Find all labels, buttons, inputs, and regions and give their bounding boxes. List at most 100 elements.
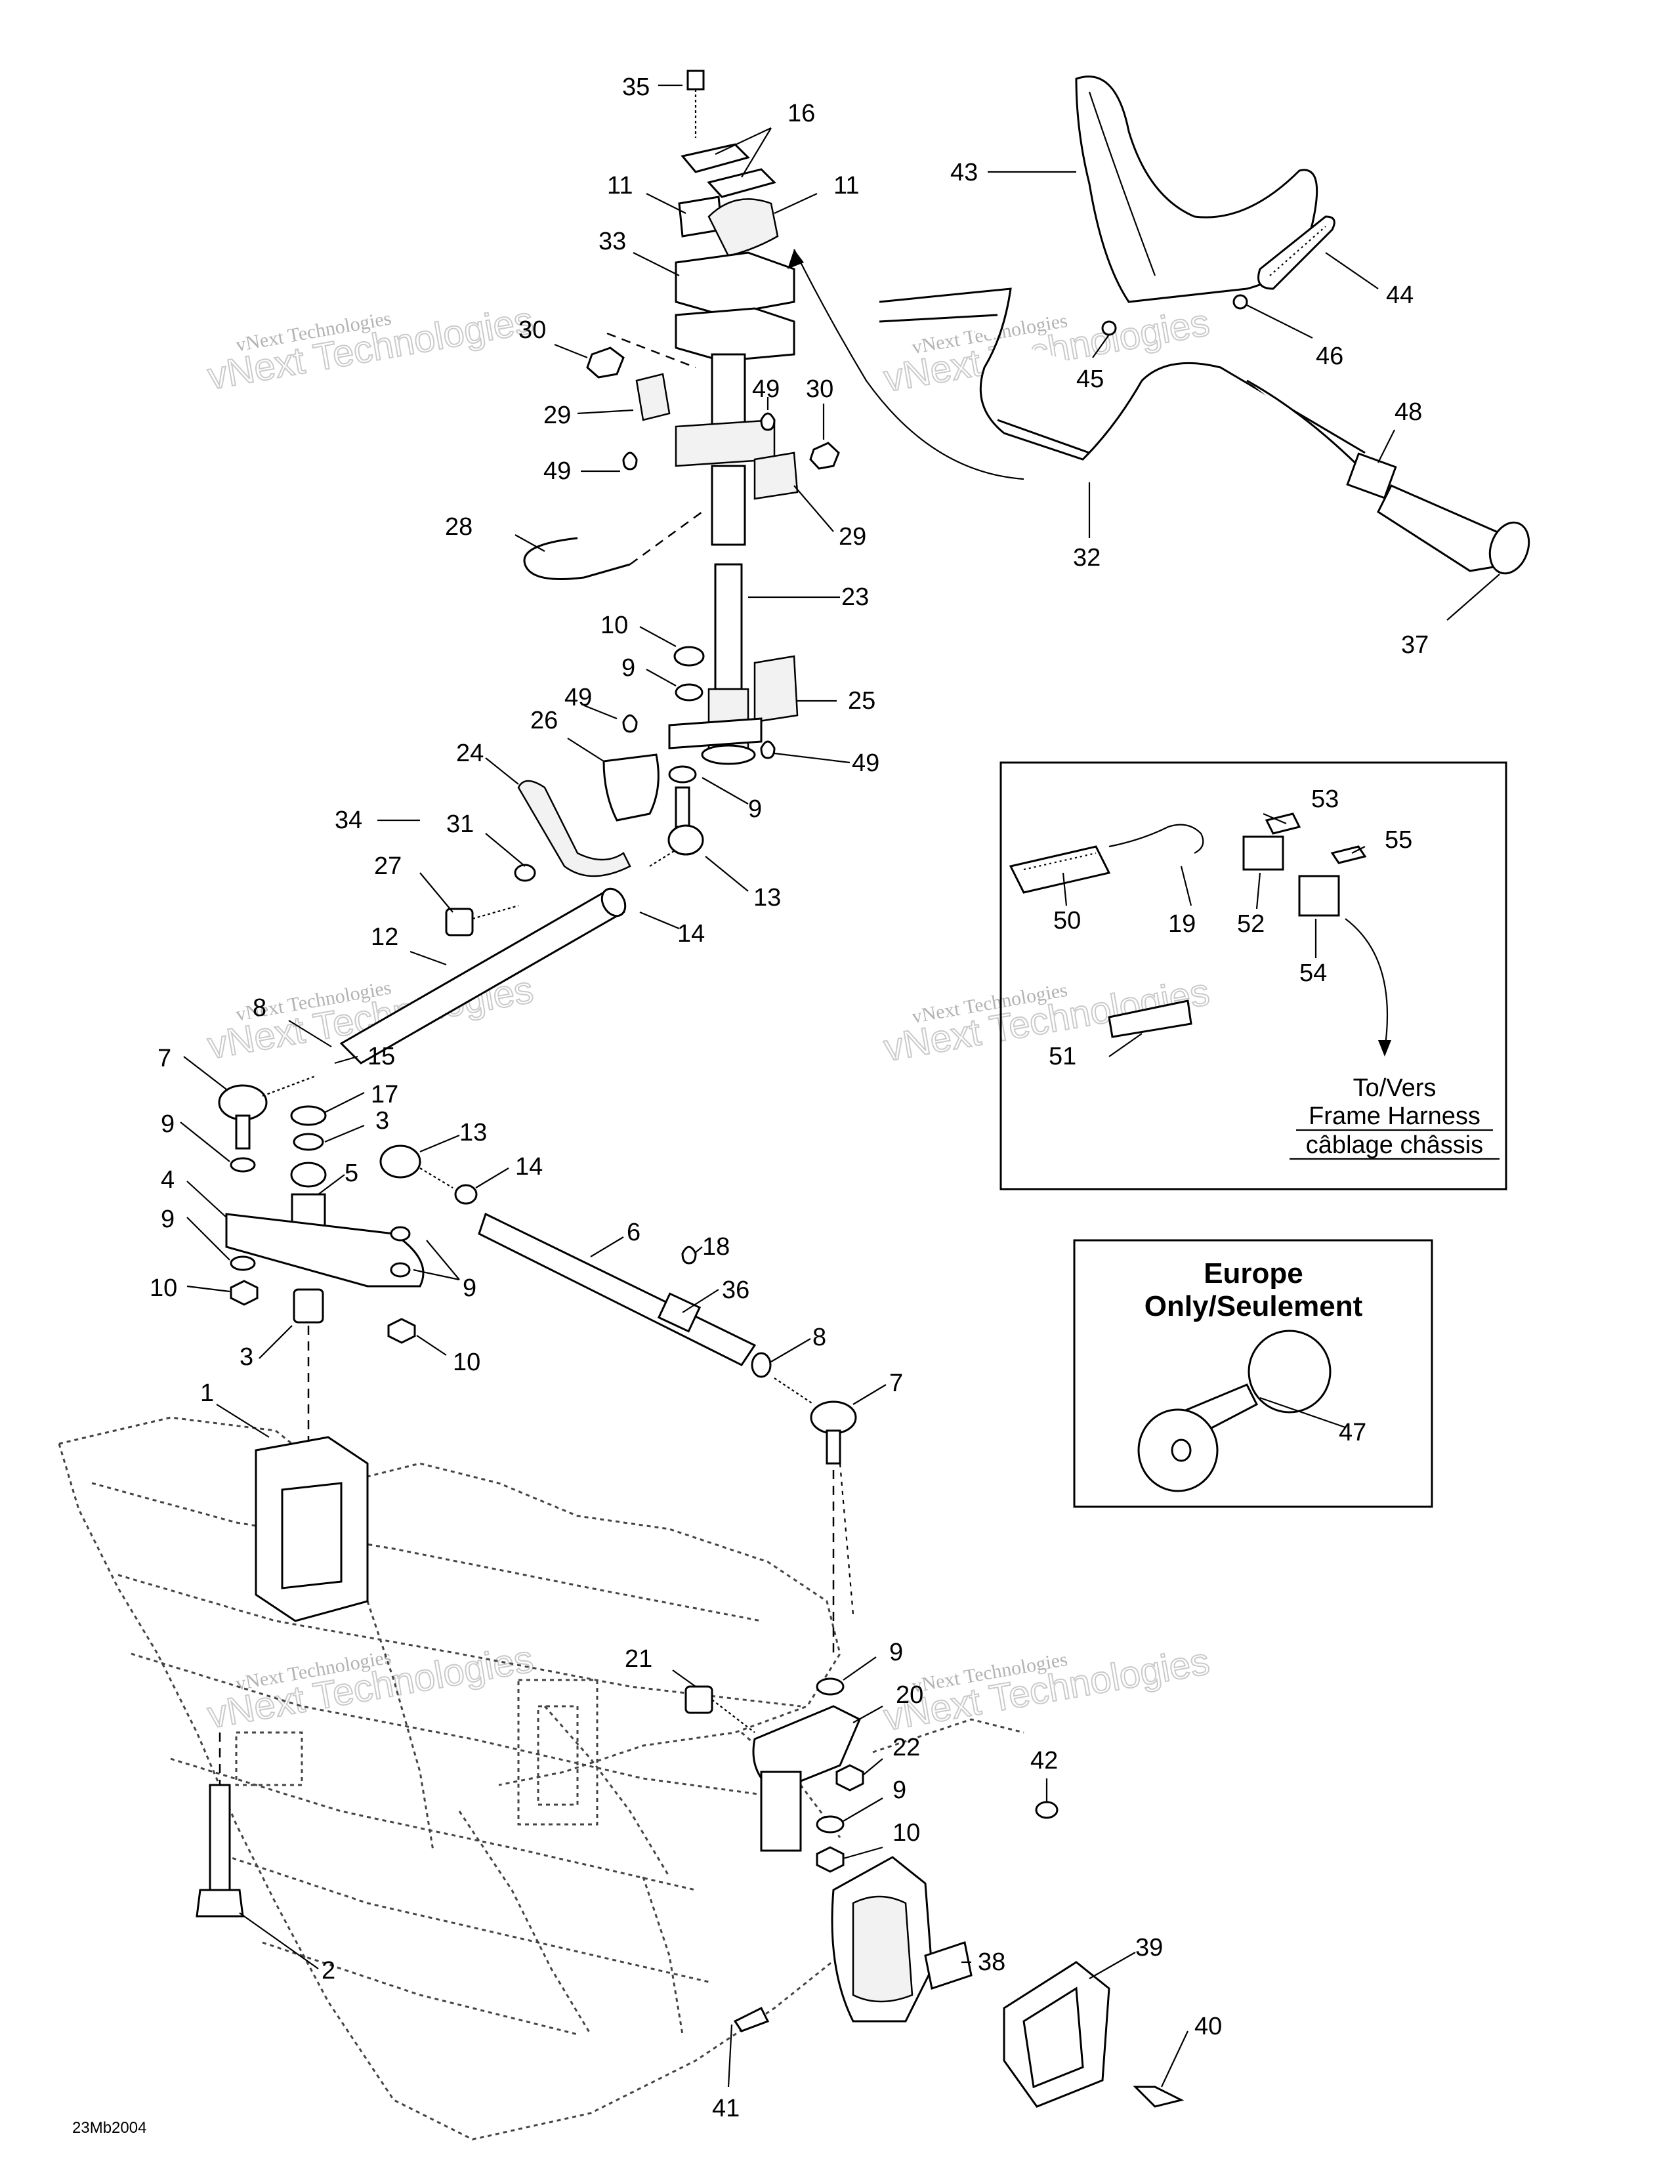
callout-1: 1 [200,1379,214,1407]
callout-9: 9 [889,1639,903,1666]
callout-43: 43 [950,159,978,186]
inset-europe-frame [1073,1239,1433,1508]
callout-14: 14 [677,920,705,948]
callout-9: 9 [748,795,762,823]
callout-9: 9 [161,1110,175,1138]
handlebar-assembly [879,75,1530,575]
column-tube-23 [714,563,743,690]
callout-29: 29 [543,402,571,429]
callout-44: 44 [1386,282,1414,309]
callout-20: 20 [896,1681,923,1709]
callout-9: 9 [463,1274,476,1302]
callout-52: 52 [1237,910,1265,938]
callout-46: 46 [1316,343,1343,370]
callout-8: 8 [253,994,266,1022]
callout-30: 30 [806,375,833,403]
chassis-frame [58,1416,1024,2141]
callout-37: 37 [1401,631,1429,659]
inset-europe: Europe Only/Seulement [1073,1239,1433,1508]
inset-europe-line1: Europe [1204,1257,1303,1290]
callout-27: 27 [374,852,402,880]
callout-25: 25 [848,687,875,715]
inset-harness-line2: Frame Harness [1309,1102,1480,1130]
callout-15: 15 [368,1043,395,1070]
watermark-6: vNext Technologies vNext Technologies [880,1639,1213,1740]
callout-40: 40 [1194,2013,1222,2040]
steering-column-assembly [523,70,1024,828]
callout-31: 31 [446,810,474,838]
callout-9: 9 [892,1776,906,1804]
inset-harness: To/Vers Frame Harness câblage châssis [999,761,1507,1190]
callout-12: 12 [371,923,398,951]
callout-6: 6 [627,1219,640,1246]
bolt-35-head [686,70,705,91]
callout-53: 53 [1311,786,1339,813]
horn-button-50 [1009,845,1111,894]
callout-55: 55 [1385,826,1412,854]
callout-34: 34 [335,807,362,834]
callout-10: 10 [150,1274,177,1302]
horn-bulb [1248,1330,1332,1414]
inset-harness-line1: To/Vers [1353,1074,1437,1102]
callout-50: 50 [1053,907,1081,934]
callout-41: 41 [712,2095,740,2122]
callout-29: 29 [839,523,866,551]
callout-4: 4 [161,1166,175,1194]
callout-49: 49 [564,684,592,711]
callout-8: 8 [812,1324,826,1351]
callout-24: 24 [456,740,484,767]
callout-51: 51 [1049,1043,1076,1070]
callout-10: 10 [600,612,628,639]
callout-numbers: 35 16 11 11 33 43 44 46 45 30 30 29 29 4… [150,74,1429,2122]
callout-11: 11 [833,172,859,200]
callout-2: 2 [322,1957,335,1984]
callout-36: 36 [722,1276,749,1304]
figure-code: 23Mb2004 [72,2119,146,2137]
lower-steering-assembly [196,1436,1185,2108]
callout-47: 47 [1339,1419,1366,1446]
leader-lines [180,84,1500,2088]
callout-3: 3 [375,1107,389,1135]
callout-28: 28 [445,513,472,541]
callout-19: 19 [1168,910,1196,938]
tie-rod-assembly [218,753,857,1654]
callout-30: 30 [518,316,546,344]
callout-39: 39 [1135,1934,1163,1962]
column-tube-upper [711,353,746,434]
callout-13: 13 [459,1119,487,1146]
callout-13: 13 [753,884,781,912]
callout-7: 7 [889,1370,903,1397]
callout-3: 3 [240,1343,253,1371]
callout-11: 11 [607,172,633,200]
callout-26: 26 [530,707,558,734]
callout-54: 54 [1299,959,1327,987]
callout-14: 14 [515,1153,543,1181]
callout-38: 38 [978,1948,1005,1976]
callout-35: 35 [622,74,650,101]
callout-32: 32 [1073,544,1101,572]
callout-9: 9 [621,654,635,682]
callout-5: 5 [345,1160,358,1187]
callout-45: 45 [1076,366,1104,393]
callout-22: 22 [892,1734,920,1761]
callout-49: 49 [752,375,780,403]
inset-harness-line3: câblage châssis [1306,1131,1483,1159]
callout-49: 49 [543,457,571,485]
inset-harness-frame [999,761,1507,1190]
callout-7: 7 [158,1045,171,1072]
watermark-1: vNext Technologies vNext Technologies [204,298,537,398]
callout-10: 10 [892,1819,920,1847]
callout-21: 21 [625,1645,652,1673]
inset-europe-line2: Only/Seulement [1144,1290,1363,1322]
callout-18: 18 [702,1233,730,1261]
callout-17: 17 [371,1081,398,1108]
callout-42: 42 [1030,1747,1058,1774]
callout-33: 33 [598,228,626,255]
callout-23: 23 [841,583,869,611]
callout-48: 48 [1395,398,1422,426]
callout-49: 49 [852,749,879,777]
callout-9: 9 [161,1206,175,1233]
callout-10: 10 [453,1349,480,1376]
callout-16: 16 [788,100,815,127]
